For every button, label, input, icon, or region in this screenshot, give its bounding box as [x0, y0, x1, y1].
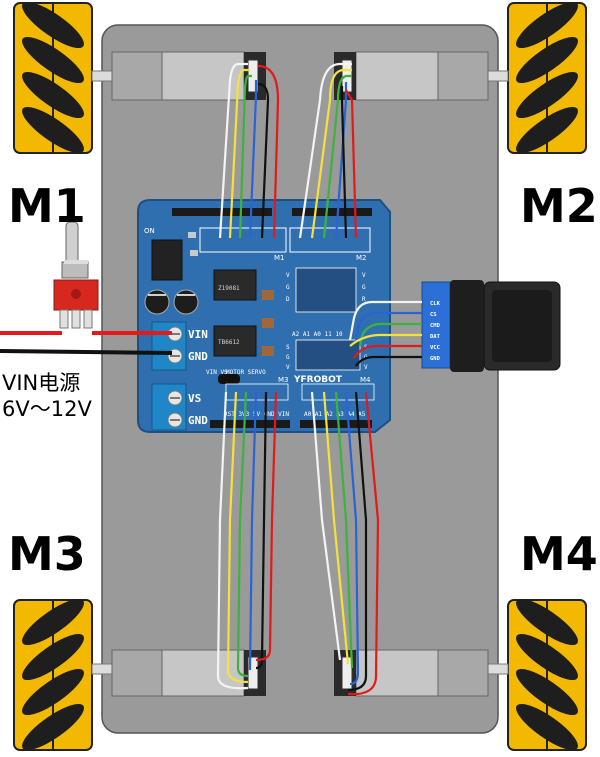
analog-top-labels: A2 A1 A0 11 10 — [292, 331, 343, 338]
wire-m3-yellow — [226, 391, 249, 684]
servo-header-grid — [295, 267, 357, 313]
ps2-pin-dat: DAT — [430, 334, 441, 340]
motor-m2 — [334, 51, 509, 101]
sgv-left-v: V — [286, 364, 290, 371]
power-wire-black — [0, 349, 173, 355]
vgd-right-g: G — [362, 284, 366, 291]
label-m3: M3 — [8, 527, 86, 581]
sgv-right-v: V — [364, 364, 368, 371]
vgd-left-g: G — [286, 284, 290, 291]
board-m4-label: M4 — [360, 376, 371, 384]
wire-m2-green — [322, 74, 352, 239]
wire-m2-red — [345, 89, 358, 239]
ps2-pin-cmd: CMD — [430, 323, 441, 329]
wire-m4-black — [347, 391, 368, 692]
wire-m4-blue — [344, 391, 360, 686]
ps2-wires — [348, 300, 422, 367]
ps2-pin-cs: CS — [430, 312, 437, 318]
wire-m4-yellow — [322, 391, 350, 665]
terminal-gnd2-label: GND — [188, 414, 208, 427]
terminal-block-vs — [151, 383, 187, 431]
ps2-receiver — [421, 280, 561, 372]
bottom-pins-right: A0 A1 A2 A3 A4 A5 — [304, 411, 366, 418]
terminal-block-vin — [151, 321, 187, 371]
board-m3-label: M3 — [278, 376, 289, 384]
wire-m4-green — [334, 391, 354, 669]
motor-driver-shield: M1 M2 ON Z19081 TB6612 V G D V G R A2 A1… — [137, 199, 391, 433]
vgd-left-v: V — [286, 272, 290, 279]
label-m1: M1 — [8, 179, 86, 233]
board-m1-label: M1 — [274, 254, 285, 262]
terminal-gnd-label: GND — [188, 350, 208, 363]
wire-m2-blue — [334, 82, 348, 239]
power-label-line1: VIN电源 — [2, 371, 80, 395]
motor-wires — [216, 62, 380, 696]
wire-m3-blue — [248, 391, 258, 671]
sgv-left-g: G — [286, 354, 290, 361]
wire-m1-green — [238, 74, 252, 239]
board-m2-label: M2 — [356, 254, 367, 262]
label-m2: M2 — [520, 179, 598, 233]
wheel-m1 — [13, 1, 93, 154]
wheel-m4 — [507, 598, 587, 751]
wheel-m3 — [13, 598, 93, 751]
brand-label: YFROBOT — [293, 375, 343, 385]
power-label-line2: 6V～12V — [2, 397, 92, 421]
vgd-right-v: V — [362, 272, 366, 279]
vgd-left-d: D — [286, 296, 290, 303]
wire-m3-green — [236, 391, 249, 678]
vin-vs-label: VIN VS — [206, 369, 228, 376]
vgd-right-r: R — [362, 296, 366, 303]
wire-m1-white — [218, 62, 248, 239]
board-on-label: ON — [144, 227, 155, 235]
toggle-switch[interactable] — [53, 221, 99, 329]
wire-m2-yellow — [310, 68, 352, 239]
ps2-pin-clk: CLK — [430, 301, 441, 307]
ps2-pin-gnd: GND — [430, 356, 441, 362]
label-m4: M4 — [520, 527, 598, 581]
ps2-pin-vcc: VCC — [430, 345, 440, 351]
motor-m1 — [91, 51, 266, 101]
motor-m4 — [334, 649, 509, 697]
wire-m1-yellow — [228, 68, 250, 239]
sgv-left-s: S — [286, 344, 290, 351]
wire-m2-white — [298, 62, 352, 239]
wire-m3-red — [255, 391, 278, 662]
bottom-pins-left: RST 3V3 5V GND VIN — [224, 411, 289, 418]
terminal-vs-label: VS — [188, 392, 201, 405]
wire-m3-white — [216, 391, 249, 690]
wire-m1-red — [257, 64, 280, 239]
wire-m1-black — [257, 82, 270, 239]
wheel-m2 — [507, 1, 587, 154]
wire-m4-red — [347, 391, 380, 696]
motor-servo-label: MOTOR SERVO — [226, 369, 266, 376]
chip-2-label: TB6612 — [218, 339, 240, 346]
terminal-vin-label: VIN — [188, 328, 208, 341]
wire-m4-white — [310, 391, 342, 661]
wire-m2-black — [340, 86, 348, 239]
wire-m1-blue — [248, 80, 258, 239]
motor-m3 — [91, 649, 266, 697]
chip-1-label: Z19081 — [218, 285, 240, 292]
